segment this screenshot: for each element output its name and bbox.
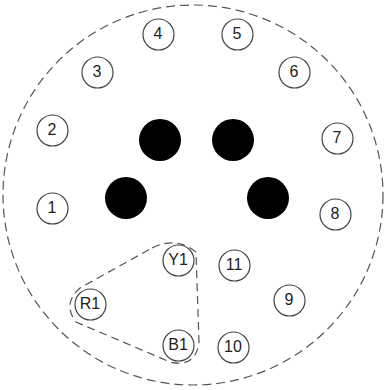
pin-circle: 8 [319, 198, 352, 231]
pin-circle: R1 [74, 288, 107, 321]
pin-dot [139, 119, 181, 161]
pin-circle: 1 [36, 192, 69, 225]
pin-label: 11 [226, 257, 243, 273]
pin-label: 7 [333, 130, 342, 146]
pin-circle: 7 [321, 122, 354, 155]
outer-outline [3, 5, 383, 385]
pin-dot [247, 177, 289, 219]
pin-label: Y1 [168, 252, 188, 268]
pin-label: 6 [290, 64, 299, 80]
pin-circle: 3 [81, 56, 114, 89]
pin-circle: 4 [142, 18, 175, 51]
pin-circle: 6 [278, 56, 311, 89]
pin-circle: 2 [36, 114, 69, 147]
pin-label: 2 [48, 122, 57, 138]
pin-circle: 9 [273, 284, 306, 317]
pin-label: 3 [93, 64, 102, 80]
pin-dot [212, 119, 254, 161]
pin-label: 8 [331, 206, 340, 222]
pin-dot [105, 177, 147, 219]
pin-circle: 11 [218, 249, 251, 282]
pin-circle: Y1 [162, 244, 195, 277]
pin-label: 4 [154, 26, 163, 42]
pin-label: 9 [285, 292, 294, 308]
pin-label: 5 [233, 26, 242, 42]
pin-label: R1 [80, 296, 100, 312]
pin-label: B1 [168, 337, 188, 353]
group-outline [70, 243, 199, 363]
pin-circle: B1 [162, 329, 195, 362]
pin-circle: 5 [221, 18, 254, 51]
pin-label: 10 [224, 339, 242, 355]
pin-circle: 10 [217, 331, 250, 364]
pin-label: 1 [48, 200, 57, 216]
